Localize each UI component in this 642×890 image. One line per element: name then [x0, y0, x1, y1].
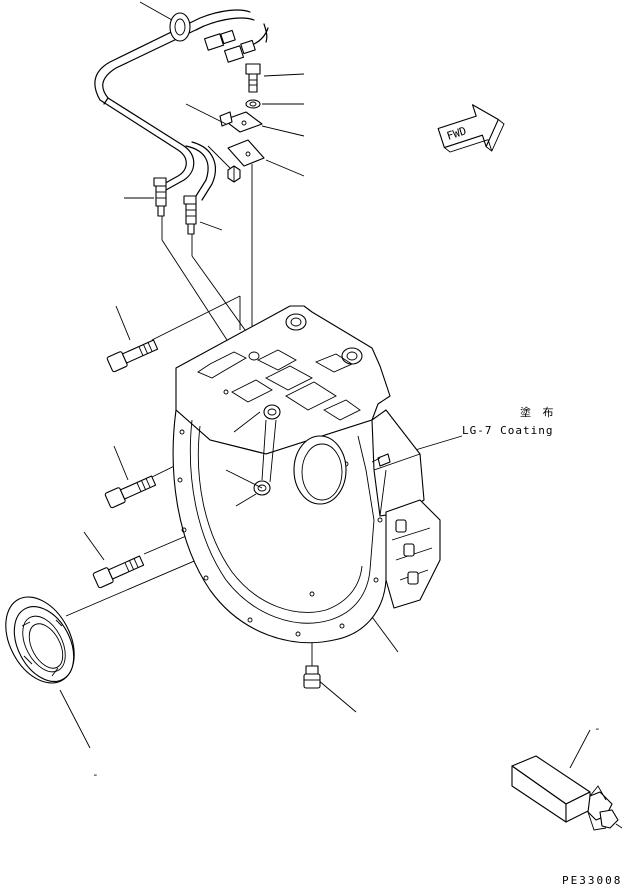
drawing-code: PE33008	[562, 874, 622, 887]
drain-plug	[303, 665, 321, 689]
top-boss-right	[341, 347, 363, 365]
washer	[245, 99, 261, 109]
sealant-dash: -	[594, 722, 602, 735]
sensor-plug-right	[183, 195, 197, 235]
connector-a	[203, 29, 236, 51]
sensor-plug-left	[153, 177, 167, 217]
plate	[227, 139, 265, 167]
sensor-harness	[94, 9, 269, 235]
mounting-bolt-3	[92, 555, 145, 589]
connector-b	[223, 39, 256, 63]
fwd-arrow: FWD	[437, 104, 505, 153]
bolt-small	[245, 63, 261, 93]
clamp-hardware	[219, 63, 265, 350]
sealant-tube	[511, 755, 623, 831]
coating-note-en: LG-7 Coating	[462, 424, 553, 437]
sealant-mark	[377, 453, 391, 467]
flywheel-housing	[172, 305, 441, 689]
oil-seal-dash: -	[92, 768, 100, 781]
fwd-label: FWD	[445, 124, 468, 143]
hex-nut	[227, 165, 241, 183]
mounting-bolt-1	[106, 339, 159, 373]
oil-seal	[5, 596, 75, 684]
clamp	[219, 111, 263, 133]
coating-note-jp: 塗 布	[520, 405, 558, 419]
grommet	[169, 12, 191, 42]
mounting-bolt-2	[104, 475, 157, 509]
top-boss-left	[285, 313, 307, 331]
